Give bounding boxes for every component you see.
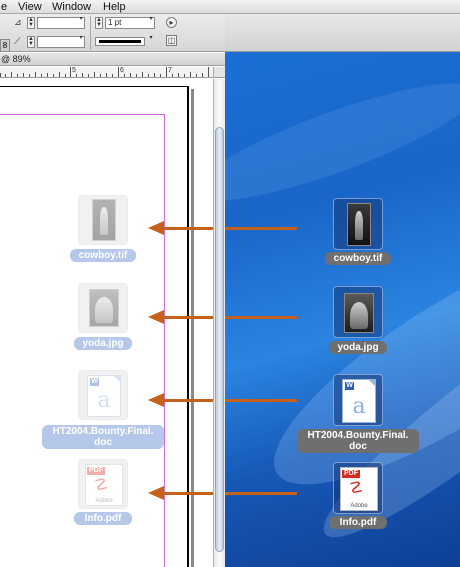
toolbar-divider [90, 16, 91, 50]
margin-guide-top [0, 114, 165, 115]
constrain-proportions-icon[interactable]: 8 [0, 39, 10, 52]
arrow-line [163, 399, 213, 402]
placed-word-doc-thumbnail[interactable]: W a [78, 370, 128, 420]
photo-icon [89, 289, 119, 327]
arrow-line [163, 492, 213, 495]
page-shadow [191, 89, 194, 567]
photo-icon [347, 203, 371, 246]
menu-help[interactable]: Help [103, 1, 126, 13]
ruler-number: 7 [168, 67, 172, 74]
field-b-stepper[interactable]: ▲▼ [27, 36, 35, 48]
acrobat-swirl-icon: ☡ [94, 477, 109, 494]
shear-angle-icon: ⟋ [14, 36, 21, 46]
arrow-line [225, 227, 297, 230]
pdf-tag: PDF [87, 467, 105, 475]
ruler-number: 6 [120, 67, 124, 74]
arrow-head [148, 310, 164, 324]
photo-icon [92, 199, 116, 241]
desktop-cowboy-icon[interactable] [333, 198, 383, 250]
field-a-stepper[interactable]: ▲▼ [27, 17, 35, 29]
arrow-line [225, 316, 297, 319]
word-badge: W [90, 378, 99, 386]
field-b-dropdown-icon[interactable]: ▾ [79, 35, 83, 41]
document-canvas[interactable]: cowboy.tif yoda.jpg W a HT2004.Bounty.Fi… [0, 79, 213, 567]
zoom-label: @ 89% [1, 54, 31, 64]
arrow-head [148, 221, 164, 235]
placed-file-label: HT2004.Bounty.Final. doc [42, 425, 164, 449]
menu-edit[interactable]: e [1, 1, 8, 13]
document-tab: @ 89% [0, 53, 225, 66]
word-glyph: a [352, 394, 366, 419]
pdf-tag: PDF [342, 470, 360, 478]
arrow-line [225, 399, 297, 402]
desktop-file-label[interactable]: yoda.jpg [329, 341, 387, 354]
desktop-pdf-icon[interactable]: PDF ☡ Adobe [333, 462, 383, 514]
ruler-corner [213, 67, 225, 78]
desktop-file-label[interactable]: Info.pdf [329, 516, 387, 529]
field-a-input[interactable] [37, 17, 85, 29]
placed-file-label: yoda.jpg [74, 337, 132, 350]
ruler-number: 5 [72, 67, 76, 74]
menu-bar: e View Window Help [0, 0, 460, 14]
placed-pdf-thumbnail[interactable]: PDF ☡ Adobe [78, 459, 128, 509]
play-button-icon[interactable]: ▸ [166, 17, 177, 28]
adobe-wordmark: Adobe [95, 498, 113, 504]
placed-file-label: cowboy.tif [70, 249, 136, 262]
adobe-wordmark: Adobe [350, 503, 368, 509]
word-badge: W [345, 382, 354, 390]
field-a-dropdown-icon[interactable]: ▾ [79, 16, 83, 22]
desktop-file-label[interactable]: HT2004.Bounty.Final. doc [297, 429, 419, 453]
pdf-document-icon: PDF ☡ Adobe [85, 464, 123, 506]
arrow-head [148, 393, 164, 407]
stroke-type-swatch[interactable] [95, 37, 145, 46]
desktop-file-label[interactable]: cowboy.tif [325, 252, 391, 265]
arrow-line [163, 227, 213, 230]
word-document-icon: W a [342, 379, 376, 423]
stroke-weight-input[interactable]: 1 pt [105, 17, 155, 29]
page-border [0, 86, 189, 567]
placed-cowboy-thumbnail[interactable] [78, 195, 128, 245]
horizontal-ruler: 5 6 7 8 [0, 67, 213, 78]
frame-fitting-icon[interactable]: ◫ [166, 35, 177, 46]
desktop-yoda-icon[interactable] [333, 286, 383, 338]
rotate-angle-icon: ⊿ [14, 17, 22, 27]
field-b-input[interactable] [37, 36, 85, 48]
placed-yoda-thumbnail[interactable] [78, 283, 128, 333]
word-glyph: a [97, 388, 111, 413]
control-panel-extension [225, 14, 460, 52]
stroke-weight-dropdown-icon[interactable]: ▾ [149, 16, 153, 22]
placed-file-label: Info.pdf [74, 512, 132, 525]
pdf-document-icon: PDF ☡ Adobe [340, 467, 378, 511]
desktop: cowboy.tif yoda.jpg W a HT2004.Bounty.Fi… [225, 52, 460, 567]
scrollbar-thumb[interactable] [215, 127, 224, 552]
desktop-word-doc-icon[interactable]: W a [333, 374, 383, 426]
stroke-type-dropdown-icon[interactable]: ▾ [149, 35, 153, 41]
photo-icon [344, 293, 374, 333]
margin-guide-right [164, 114, 165, 567]
vertical-scrollbar[interactable] [213, 79, 225, 567]
arrow-head [148, 486, 164, 500]
arrow-line [163, 316, 213, 319]
stroke-weight-stepper[interactable]: ▲▼ [95, 17, 103, 29]
control-panel: 8 ⊿ ▲▼ ▾ ⟋ ▲▼ ▾ ▲▼ 1 pt ▾ ▾ ▸ ◫ [0, 14, 225, 52]
acrobat-swirl-icon: ☡ [349, 480, 364, 497]
menu-view[interactable]: View [18, 1, 42, 13]
arrow-line [225, 492, 297, 495]
menu-window[interactable]: Window [52, 1, 92, 13]
word-document-icon: W a [87, 375, 121, 417]
